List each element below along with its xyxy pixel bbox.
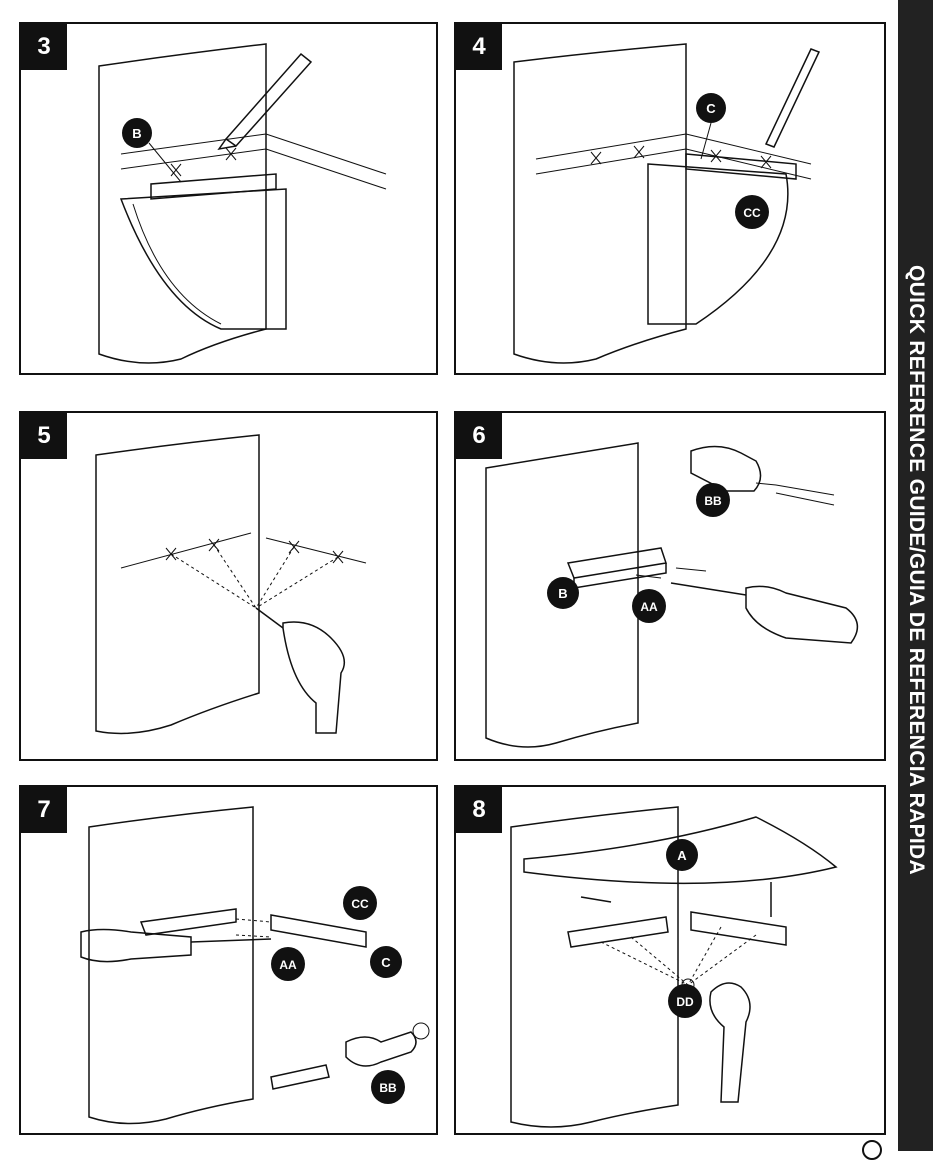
- label-badge-bb: [371, 1070, 405, 1104]
- label-badge-b: [547, 577, 579, 609]
- step-4-illustration: C CC: [513, 43, 821, 364]
- svg-text:A: A: [677, 848, 687, 863]
- label-badge-cc: [343, 886, 377, 920]
- step-number: 8: [456, 787, 502, 833]
- svg-text:CC: CC: [351, 897, 369, 911]
- step-number: 5: [21, 413, 67, 459]
- step-panel-4: C CC 4: [454, 22, 886, 375]
- step-panel-6: BB B AA 6: [454, 411, 886, 761]
- label-badge-b: [122, 118, 152, 148]
- step-8-illustration: A DD: [510, 806, 838, 1128]
- step-number: 3: [21, 24, 67, 70]
- step-5-illustration: [95, 434, 367, 735]
- step-7-illustration: CC AA C BB: [80, 806, 430, 1125]
- page-number-circle: [862, 1140, 882, 1160]
- svg-text:CC: CC: [743, 206, 761, 220]
- svg-text:AA: AA: [279, 958, 297, 972]
- step-number: 4: [456, 24, 502, 70]
- step-number: 6: [456, 413, 502, 459]
- svg-text:DD: DD: [676, 995, 694, 1009]
- svg-text:BB: BB: [704, 494, 722, 508]
- svg-text:BB: BB: [379, 1081, 397, 1095]
- sidebar-tab: [898, 0, 933, 1151]
- svg-text:B: B: [132, 126, 141, 141]
- label-badge-c: [696, 93, 726, 123]
- step-number: 7: [21, 787, 67, 833]
- step-panel-8: A DD 8: [454, 785, 886, 1135]
- label-badge-a: [666, 839, 698, 871]
- svg-text:C: C: [706, 101, 716, 116]
- step-6-illustration: BB B AA: [485, 442, 859, 748]
- sidebar-title: QUICK REFERENCE GUIDE/GUIA DE REFERENCIA…: [905, 265, 928, 875]
- label-badge-cc: [735, 195, 769, 229]
- label-badge-aa: [271, 947, 305, 981]
- step-panel-7: CC AA C BB 7: [19, 785, 438, 1135]
- label-badge-dd: [668, 984, 702, 1018]
- step-3-illustration: B: [98, 43, 387, 364]
- label-badge-bb: [696, 483, 730, 517]
- step-panel-3: B 3: [19, 22, 438, 375]
- svg-text:AA: AA: [640, 600, 658, 614]
- svg-text:B: B: [558, 586, 567, 601]
- svg-text:C: C: [381, 955, 391, 970]
- label-badge-c: [370, 946, 402, 978]
- label-badge-aa: [632, 589, 666, 623]
- step-panel-5: 5: [19, 411, 438, 761]
